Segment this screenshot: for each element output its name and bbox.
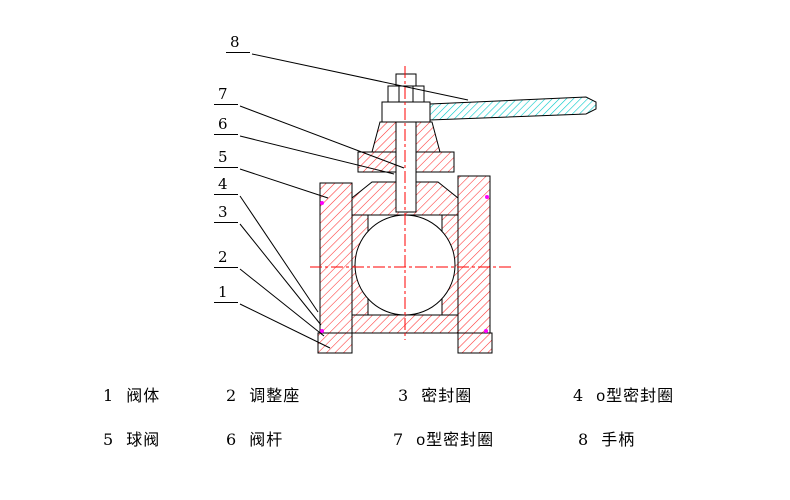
reference-dot bbox=[320, 329, 324, 333]
legend-num-2: 2 bbox=[226, 386, 238, 405]
right-flange bbox=[457, 175, 491, 354]
valve-body-group bbox=[317, 73, 597, 354]
leader-2 bbox=[239, 268, 325, 337]
leader-7 bbox=[239, 105, 405, 169]
legend-label-6: 阀杆 bbox=[249, 432, 284, 449]
callout-3: 3 bbox=[214, 204, 238, 223]
legend-label-4: o型密封圈 bbox=[596, 388, 675, 405]
legend-label-2: 调整座 bbox=[249, 388, 301, 405]
leader-3 bbox=[239, 223, 322, 326]
centerlines bbox=[310, 66, 512, 340]
leader-5 bbox=[239, 168, 329, 199]
legend-num-4: 4 bbox=[573, 386, 585, 405]
legend-item-2: 2 调整座 bbox=[226, 386, 300, 407]
leader-lines bbox=[239, 53, 469, 349]
callout-4: 4 bbox=[214, 176, 238, 195]
legend-label-5: 球阀 bbox=[126, 432, 161, 449]
legend-item-4: 4 o型密封圈 bbox=[573, 386, 674, 407]
legend-label-7: o型密封圈 bbox=[416, 432, 495, 449]
bottom-flange-right bbox=[457, 332, 493, 354]
reference-dot bbox=[320, 201, 324, 205]
legend-item-6: 6 阀杆 bbox=[226, 430, 283, 451]
stem-nut bbox=[387, 85, 425, 103]
callout-2: 2 bbox=[214, 249, 238, 268]
callout-5: 5 bbox=[214, 149, 238, 168]
callout-6: 6 bbox=[214, 116, 238, 135]
legend-item-7: 7 o型密封圈 bbox=[393, 430, 494, 451]
handle bbox=[429, 96, 597, 121]
handle-hub bbox=[381, 101, 431, 123]
legend-num-8: 8 bbox=[578, 430, 590, 449]
legend-num-5: 5 bbox=[103, 430, 115, 449]
legend-item-5: 5 球阀 bbox=[103, 430, 160, 451]
left-flange bbox=[319, 182, 353, 354]
legend-item-3: 3 密封圈 bbox=[398, 386, 472, 407]
callout-8: 8 bbox=[226, 34, 250, 53]
reference-dots bbox=[320, 195, 489, 333]
legend-label-3: 密封圈 bbox=[421, 388, 473, 405]
reference-dot bbox=[485, 195, 489, 199]
callout-7: 7 bbox=[214, 86, 238, 105]
stem-nut-top bbox=[395, 73, 417, 87]
bottom-flange-left bbox=[317, 332, 353, 354]
leader-6 bbox=[239, 135, 395, 175]
legend-label-1: 阀体 bbox=[126, 388, 161, 405]
legend-label-8: 手柄 bbox=[601, 432, 636, 449]
legend-num-6: 6 bbox=[226, 430, 238, 449]
legend-num-7: 7 bbox=[393, 430, 405, 449]
leader-1 bbox=[239, 303, 331, 349]
callout-1: 1 bbox=[214, 284, 238, 303]
legend-item-1: 1 阀体 bbox=[103, 386, 160, 407]
leader-8 bbox=[251, 53, 469, 101]
reference-dot bbox=[484, 329, 488, 333]
legend-num-3: 3 bbox=[398, 386, 410, 405]
leader-4 bbox=[239, 195, 319, 313]
legend-num-1: 1 bbox=[103, 386, 115, 405]
legend-item-8: 8 手柄 bbox=[578, 430, 635, 451]
